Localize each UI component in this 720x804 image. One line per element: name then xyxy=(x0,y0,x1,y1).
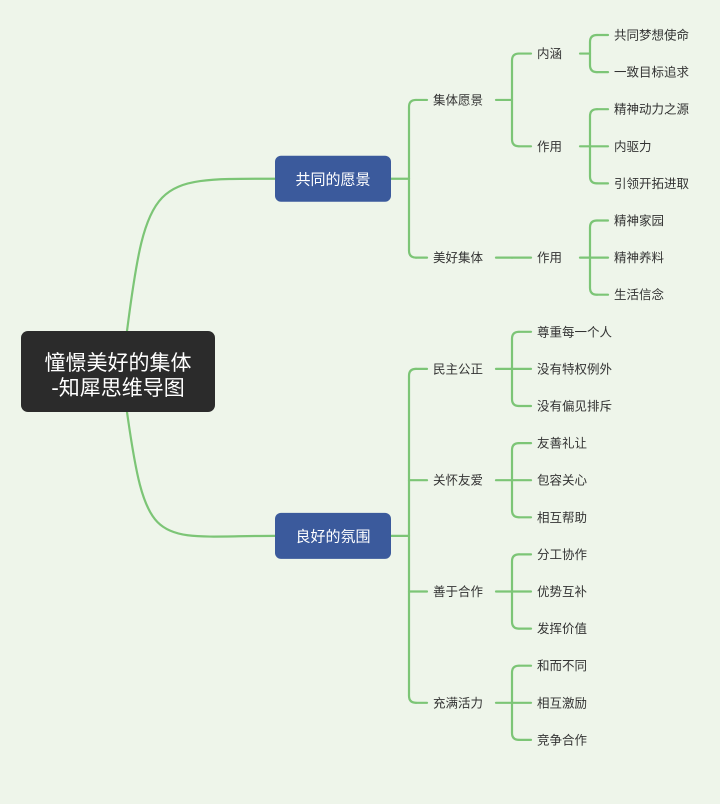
bracket-line xyxy=(407,98,418,259)
branch-label: 共同的愿景 xyxy=(295,170,370,188)
root-title-line1: 憧憬美好的集体 xyxy=(45,351,192,375)
topic-label[interactable]: 充满活力 xyxy=(433,695,483,710)
topic-label[interactable]: 尊重每一个人 xyxy=(537,324,613,339)
root-node-box xyxy=(21,331,215,412)
bracket-line xyxy=(407,367,418,704)
topic-label[interactable]: 引领开拓进取 xyxy=(614,176,690,191)
topic-label[interactable]: 发挥价值 xyxy=(537,621,587,636)
topic-label[interactable]: 作用 xyxy=(537,250,562,265)
topic-label[interactable]: 精神家园 xyxy=(614,213,664,228)
topic-label[interactable]: 和而不同 xyxy=(537,658,587,673)
topic-label[interactable]: 民主公正 xyxy=(433,361,483,376)
connector-lines xyxy=(125,33,610,741)
topic-label[interactable]: 包容关心 xyxy=(537,473,588,488)
mind-map-nodes: 憧憬美好的集体 -知犀思维导图 共同的愿景 集体愿景 内涵 共同梦想使命一致目标追求作… xyxy=(21,28,690,747)
topic-label[interactable]: 集体愿景 xyxy=(433,92,483,107)
root-title-line2: -知犀思维导图 xyxy=(51,376,185,400)
branch-node[interactable]: 共同的愿景 xyxy=(275,155,391,202)
topic-label[interactable]: 相互帮助 xyxy=(537,510,587,525)
topic-label[interactable]: 内驱力 xyxy=(614,139,652,154)
branch-node-box xyxy=(275,512,391,559)
topic-label[interactable]: 共同梦想使命 xyxy=(614,28,690,43)
topic-label[interactable]: 善于合作 xyxy=(433,584,484,599)
topic-label[interactable]: 友善礼让 xyxy=(537,436,587,451)
topic-label[interactable]: 分工协作 xyxy=(537,547,588,562)
branch-node[interactable]: 良好的氛围 xyxy=(275,512,391,559)
bracket-line xyxy=(588,33,599,74)
topic-label[interactable]: 竞争合作 xyxy=(537,732,588,747)
topic-label[interactable]: 一致目标追求 xyxy=(614,65,690,80)
bracket-line xyxy=(510,52,521,148)
topic-label[interactable]: 作用 xyxy=(537,139,562,154)
root-node[interactable]: 憧憬美好的集体 -知犀思维导图 xyxy=(21,331,215,412)
topic-label[interactable]: 优势互补 xyxy=(537,584,588,599)
topic-label[interactable]: 精神动力之源 xyxy=(614,102,690,117)
topic-label[interactable]: 没有特权例外 xyxy=(537,361,613,376)
branch-node-box xyxy=(275,155,391,202)
root-connector xyxy=(125,410,277,538)
topic-label[interactable]: 相互激励 xyxy=(537,695,587,710)
topic-label[interactable]: 生活信念 xyxy=(614,287,665,302)
branch-label: 良好的氛围 xyxy=(295,527,370,545)
topic-label[interactable]: 没有偏见排斥 xyxy=(537,399,612,414)
topic-label[interactable]: 内涵 xyxy=(537,46,562,61)
topic-label[interactable]: 关怀友爱 xyxy=(433,473,483,488)
topic-label[interactable]: 美好集体 xyxy=(433,250,484,265)
root-connector xyxy=(125,177,277,333)
topic-label[interactable]: 精神养料 xyxy=(614,250,665,265)
